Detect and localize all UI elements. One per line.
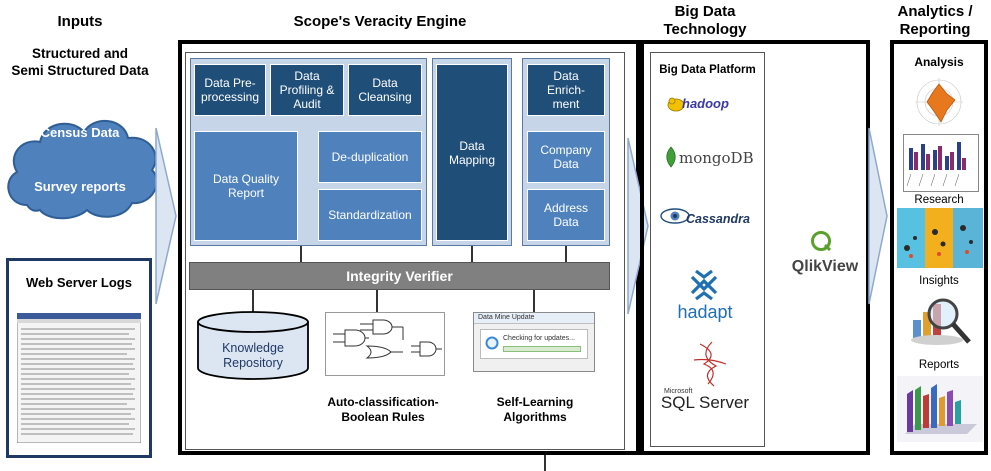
auto-classification-label: Auto-classification- Boolean Rules: [318, 395, 448, 425]
bigdata-title: Big Data Technology: [635, 3, 775, 39]
sqlserver-microsoft-text: Microsoft: [664, 388, 693, 395]
reports-3d-chart-image: [897, 376, 983, 442]
box-company-data: Company Data: [527, 131, 605, 183]
box-data-enrichment: Data Enrich-ment: [527, 64, 605, 116]
bottom-connector: [544, 455, 546, 471]
hadapt-logo-text: hadapt: [677, 302, 733, 322]
connector-selflearning: [533, 290, 535, 312]
analytics-title-line1: Analytics /: [897, 3, 973, 20]
arrow-bigdata-to-analytics: [868, 127, 888, 305]
research-colorful-chart-image: [897, 208, 983, 268]
arrow-engine-to-bigdata: [627, 137, 649, 315]
engine-inner-frame: [185, 52, 625, 450]
cloud-item-survey: Survey reports: [34, 179, 126, 194]
qlikview-logo-text: QlikView: [791, 258, 859, 275]
knowledge-repository-label: Knowledge Repository: [222, 341, 284, 370]
input-cloud: [7, 119, 158, 220]
update-dialog-image: Data Mine Update Checking for updates...: [473, 312, 595, 372]
qlikview-icon: [811, 231, 831, 251]
log-screenshot-image: [17, 313, 141, 443]
inputs-title: Inputs: [57, 13, 103, 30]
hadoop-logo-text: hadoop: [682, 96, 729, 111]
research-bar-chart-image: [903, 134, 979, 192]
inputs-subtitle-line1: Structured and: [31, 46, 128, 61]
box-data-quality-report: Data Quality Report: [194, 131, 298, 241]
self-learning-line2: Algorithms: [503, 410, 567, 424]
analytics-title-line2: Reporting: [899, 21, 971, 38]
box-data-profiling-audit: Data Profiling & Audit: [270, 64, 344, 116]
box-deduplication: De-duplication: [318, 131, 422, 183]
engine-title: Scope's Veracity Engine: [293, 13, 467, 30]
analytics-item-insights: Insights: [919, 275, 959, 287]
web-server-logs-title: Web Server Logs: [26, 275, 132, 290]
update-spinner-icon: [485, 336, 499, 350]
mongodb-logo-text: mongoDB: [679, 149, 754, 167]
analytics-item-research: Research: [914, 194, 964, 206]
cassandra-logo-text: Cassandra: [686, 212, 750, 226]
knowledge-repository-cylinder: [197, 311, 309, 380]
update-dialog-title: Data Mine Update: [474, 313, 594, 324]
box-data-preprocessing: Data Pre-processing: [194, 64, 266, 116]
bigdata-title-line2: Technology: [663, 21, 747, 38]
bigdata-title-line1: Big Data: [674, 3, 736, 20]
hadoop-elephant-icon: [667, 97, 685, 112]
boolean-logic-gates-image: [325, 312, 445, 376]
box-address-data: Address Data: [527, 189, 605, 241]
inputs-subtitle: Structured and Semi Structured Data: [0, 45, 160, 79]
connector-boolean: [376, 290, 378, 312]
connector-preprocessing: [300, 246, 302, 262]
box-standardization: Standardization: [318, 189, 422, 241]
analytics-item-analysis: Analysis: [914, 55, 964, 69]
analytics-item-reports: Reports: [918, 359, 960, 371]
web-server-logs-box: Web Server Logs: [6, 258, 152, 458]
update-dialog-body: Checking for updates...: [480, 329, 588, 359]
auto-classification-line2: Boolean Rules: [341, 410, 425, 424]
bigdata-frame: [640, 40, 870, 455]
sqlserver-logo-text: SQL Server: [660, 393, 750, 412]
bigdata-platform-box: [650, 52, 765, 447]
bigdata-platform-label: Big Data Platform: [659, 64, 756, 76]
hadapt-knot-icon: [690, 269, 718, 301]
update-progress-bar: [503, 346, 581, 352]
analytics-frame: [890, 40, 988, 455]
connector-mapping: [471, 246, 473, 262]
mongodb-leaf-icon: [666, 146, 676, 168]
self-learning-label: Self-Learning Algorithms: [470, 395, 600, 425]
self-learning-line1: Self-Learning: [496, 395, 574, 409]
update-dialog-text: Checking for updates...: [503, 335, 575, 342]
arrow-inputs-to-engine: [155, 127, 177, 305]
cassandra-eye-icon: [660, 208, 690, 224]
analytics-title: Analytics / Reporting: [880, 3, 990, 39]
inputs-subtitle-line2: Semi Structured Data: [11, 63, 149, 78]
sqlserver-icon: [693, 341, 727, 387]
connector-knowledge: [252, 290, 254, 314]
box-data-mapping: Data Mapping: [436, 64, 508, 241]
auto-classification-line1: Auto-classification-: [327, 395, 439, 409]
integrity-verifier-bar: Integrity Verifier: [189, 262, 610, 290]
insights-magnifier-icon: [911, 298, 971, 345]
connector-enrichment: [565, 246, 567, 262]
analysis-radar-chart-image: [903, 70, 975, 130]
box-data-cleansing: Data Cleansing: [348, 64, 422, 116]
cloud-item-census: Census Data: [40, 125, 120, 140]
